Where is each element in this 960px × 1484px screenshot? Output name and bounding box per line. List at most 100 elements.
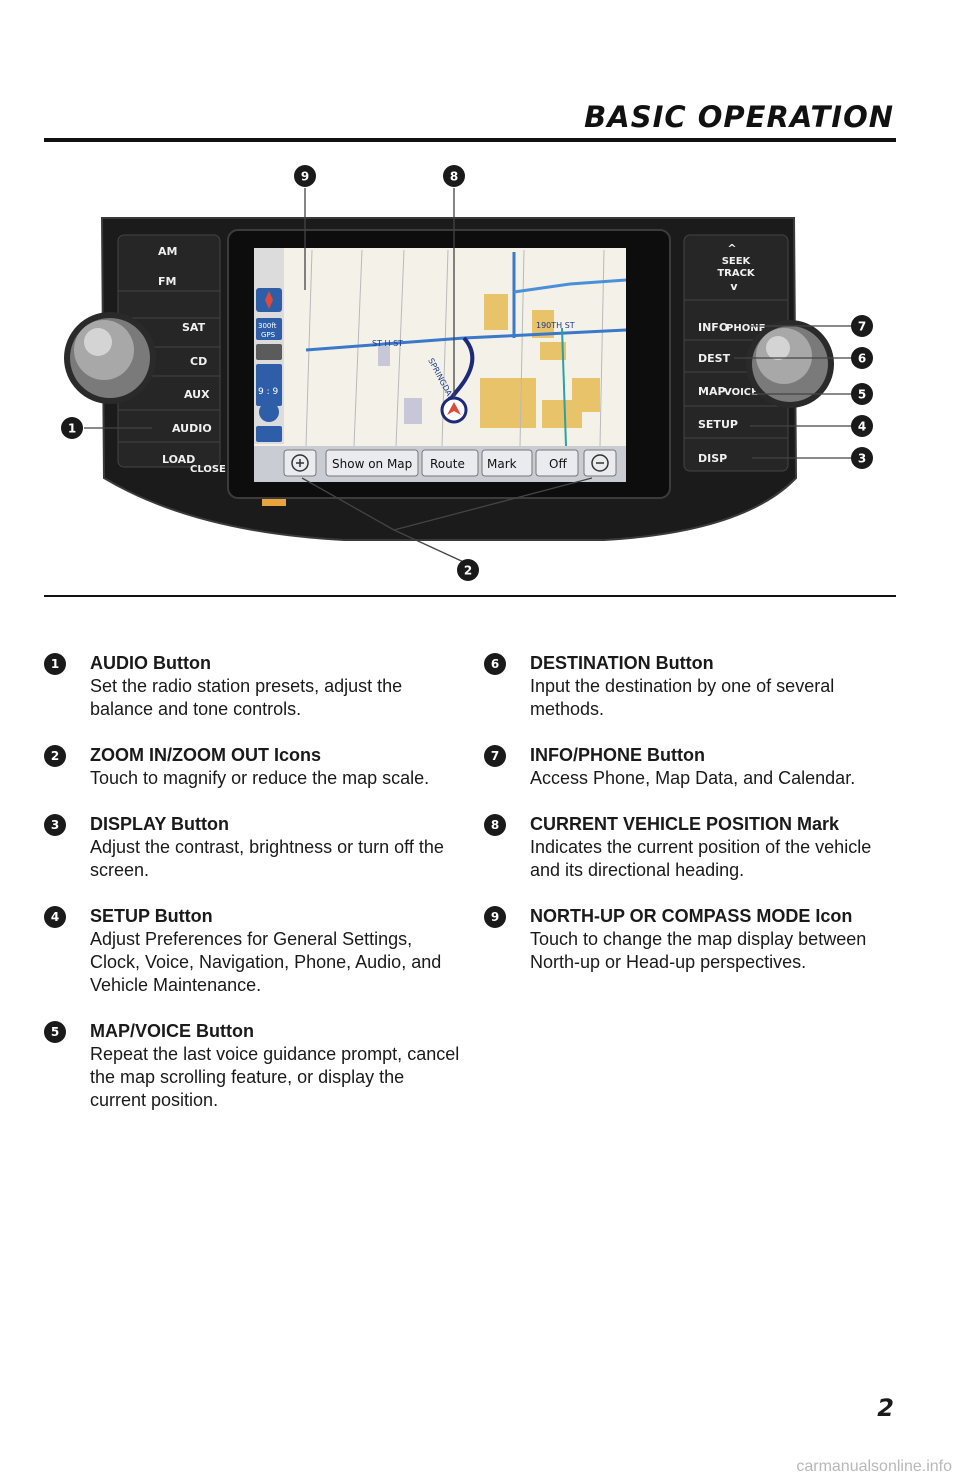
info-button[interactable]: INFO [698,321,728,334]
legend-item-title: INFO/PHONE Button [530,745,705,765]
tune-knob[interactable] [746,320,834,408]
callout-8: 8 [443,165,465,187]
volume-knob[interactable] [64,312,156,404]
zoom-in-icon[interactable] [283,449,317,477]
callout-lines [84,188,852,565]
head-unit-figure: AM FM SAT CD AUX AUDIO LOAD CLOSE [44,160,896,590]
audio-button[interactable]: AUDIO [172,422,212,435]
legend-right-column: 6 DESTINATION Button Input the destinati… [484,652,904,997]
number-badge: 1 [44,653,66,675]
fm-button[interactable]: FM [158,275,176,288]
svg-text:1: 1 [68,422,76,436]
aux-button[interactable]: AUX [184,388,210,401]
legend-item-map-voice: 5 MAP/VOICE Button Repeat the last voice… [44,1020,464,1112]
off-label: Off [549,457,567,471]
legend-item-title: DISPLAY Button [90,814,230,834]
number-badge: 4 [44,906,66,928]
legend-item-info-phone: 7 INFO/PHONE Button Access Phone, Map Da… [484,744,904,790]
map-button[interactable]: MAP [698,385,726,398]
callout-5: 5 [851,383,873,405]
legend-item-desc: Access Phone, Map Data, and Calendar. [530,768,856,788]
dest-button[interactable]: DEST [698,352,731,365]
mark-button[interactable] [481,449,533,477]
disp-button[interactable]: DISP [698,452,727,465]
legend-item-zoom: 2 ZOOM IN/ZOOM OUT Icons Touch to magnif… [44,744,464,790]
am-button[interactable]: AM [158,245,177,258]
section-rule [44,595,896,597]
legend-item-title: NORTH-UP OR COMPASS MODE Icon [530,906,853,926]
legend-item-title: ZOOM IN/ZOOM OUT Icons [90,745,321,765]
scale-text: 300ft [258,322,277,330]
seek-down-icon[interactable]: v [730,280,738,293]
show-on-map-button[interactable] [325,449,419,477]
route-label: Route [430,457,465,471]
header-rule [44,138,896,142]
cd-button[interactable]: CD [190,355,207,368]
svg-text:9: 9 [301,170,309,184]
callout-7: 7 [851,315,873,337]
zoom-out-icon[interactable] [583,449,617,477]
callout-6: 6 [851,347,873,369]
number-badge: 2 [44,745,66,767]
number-badge: 9 [484,906,506,928]
track-label: TRACK [717,268,756,279]
clock-panel [256,364,282,406]
legend-item-desc: Adjust the contrast, brightness or turn … [90,837,444,880]
legend-left-column: 1 AUDIO Button Set the radio station pre… [44,652,464,1135]
street-label-h: ST H ST [372,339,403,348]
page-number: 2 [877,1394,894,1422]
number-badge: 8 [484,814,506,836]
svg-text:6: 6 [858,352,866,366]
route-mode-icon[interactable] [256,344,282,360]
svg-text:5: 5 [858,388,866,402]
load-button[interactable]: LOAD [162,453,195,466]
callout-3: 3 [851,447,873,469]
orientation-icon[interactable] [256,426,282,442]
show-on-map-label: Show on Map [332,457,412,471]
svg-text:8: 8 [450,170,458,184]
right-button-panel: ^ SEEK TRACK v INFO PHONE DEST MAP VOICE… [683,234,789,472]
seek-up-icon[interactable]: ^ [727,242,736,255]
legend-item-vehicle-position: 8 CURRENT VEHICLE POSITION Mark Indicate… [484,813,904,882]
callout-2: 2 [457,559,479,581]
legend-item-setup: 4 SETUP Button Adjust Preferences for Ge… [44,905,464,997]
sat-button[interactable]: SAT [182,321,206,334]
svg-text:7: 7 [858,320,866,334]
svg-text:2: 2 [464,564,472,578]
gps-text: GPS [261,331,276,339]
legend-item-audio: 1 AUDIO Button Set the radio station pre… [44,652,464,721]
vehicle-position-mark [440,396,468,424]
info-phone-label: PHONE [726,323,766,334]
legend-item-north-up: 9 NORTH-UP OR COMPASS MODE Icon Touch to… [484,905,904,974]
legend-item-title: DESTINATION Button [530,653,714,673]
legend-item-desc: Set the radio station presets, adjust th… [90,676,403,719]
legend-item-display: 3 DISPLAY Button Adjust the contrast, br… [44,813,464,882]
seek-label: SEEK [722,256,752,267]
watermark: carmanualsonline.info [796,1458,952,1475]
legend-item-desc: Indicates the current position of the ve… [530,837,872,880]
compass-mode-icon[interactable] [256,288,282,312]
callout-4: 4 [851,415,873,437]
legend-item-title: SETUP Button [90,906,213,926]
load-close-label: CLOSE [190,464,226,475]
callout-9: 9 [294,165,316,187]
callout-1: 1 [61,417,83,439]
legend-item-destination: 6 DESTINATION Button Input the destinati… [484,652,904,721]
mark-label: Mark [487,457,517,471]
route-button[interactable] [421,449,479,477]
map-screen[interactable]: ST H ST 190TH ST SPRINGDALE 300ft GPS 9 … [254,248,627,482]
street-label-190th: 190TH ST [536,321,575,330]
number-badge: 7 [484,745,506,767]
off-button[interactable] [535,449,579,477]
setup-button[interactable]: SETUP [698,418,738,431]
legend-item-title: MAP/VOICE Button [90,1021,254,1041]
legend-item-title: CURRENT VEHICLE POSITION Mark [530,814,840,834]
number-badge: 3 [44,814,66,836]
legend-item-desc: Touch to magnify or reduce the map scale… [90,768,430,788]
page-title: BASIC OPERATION [584,100,894,134]
legend-item-desc: Input the destination by one of several … [530,676,835,719]
svg-text:4: 4 [858,420,866,434]
svg-text:3: 3 [858,452,866,466]
map-voice-label: VOICE [724,387,758,398]
head-unit-illustration: AM FM SAT CD AUX AUDIO LOAD CLOSE [44,160,896,590]
